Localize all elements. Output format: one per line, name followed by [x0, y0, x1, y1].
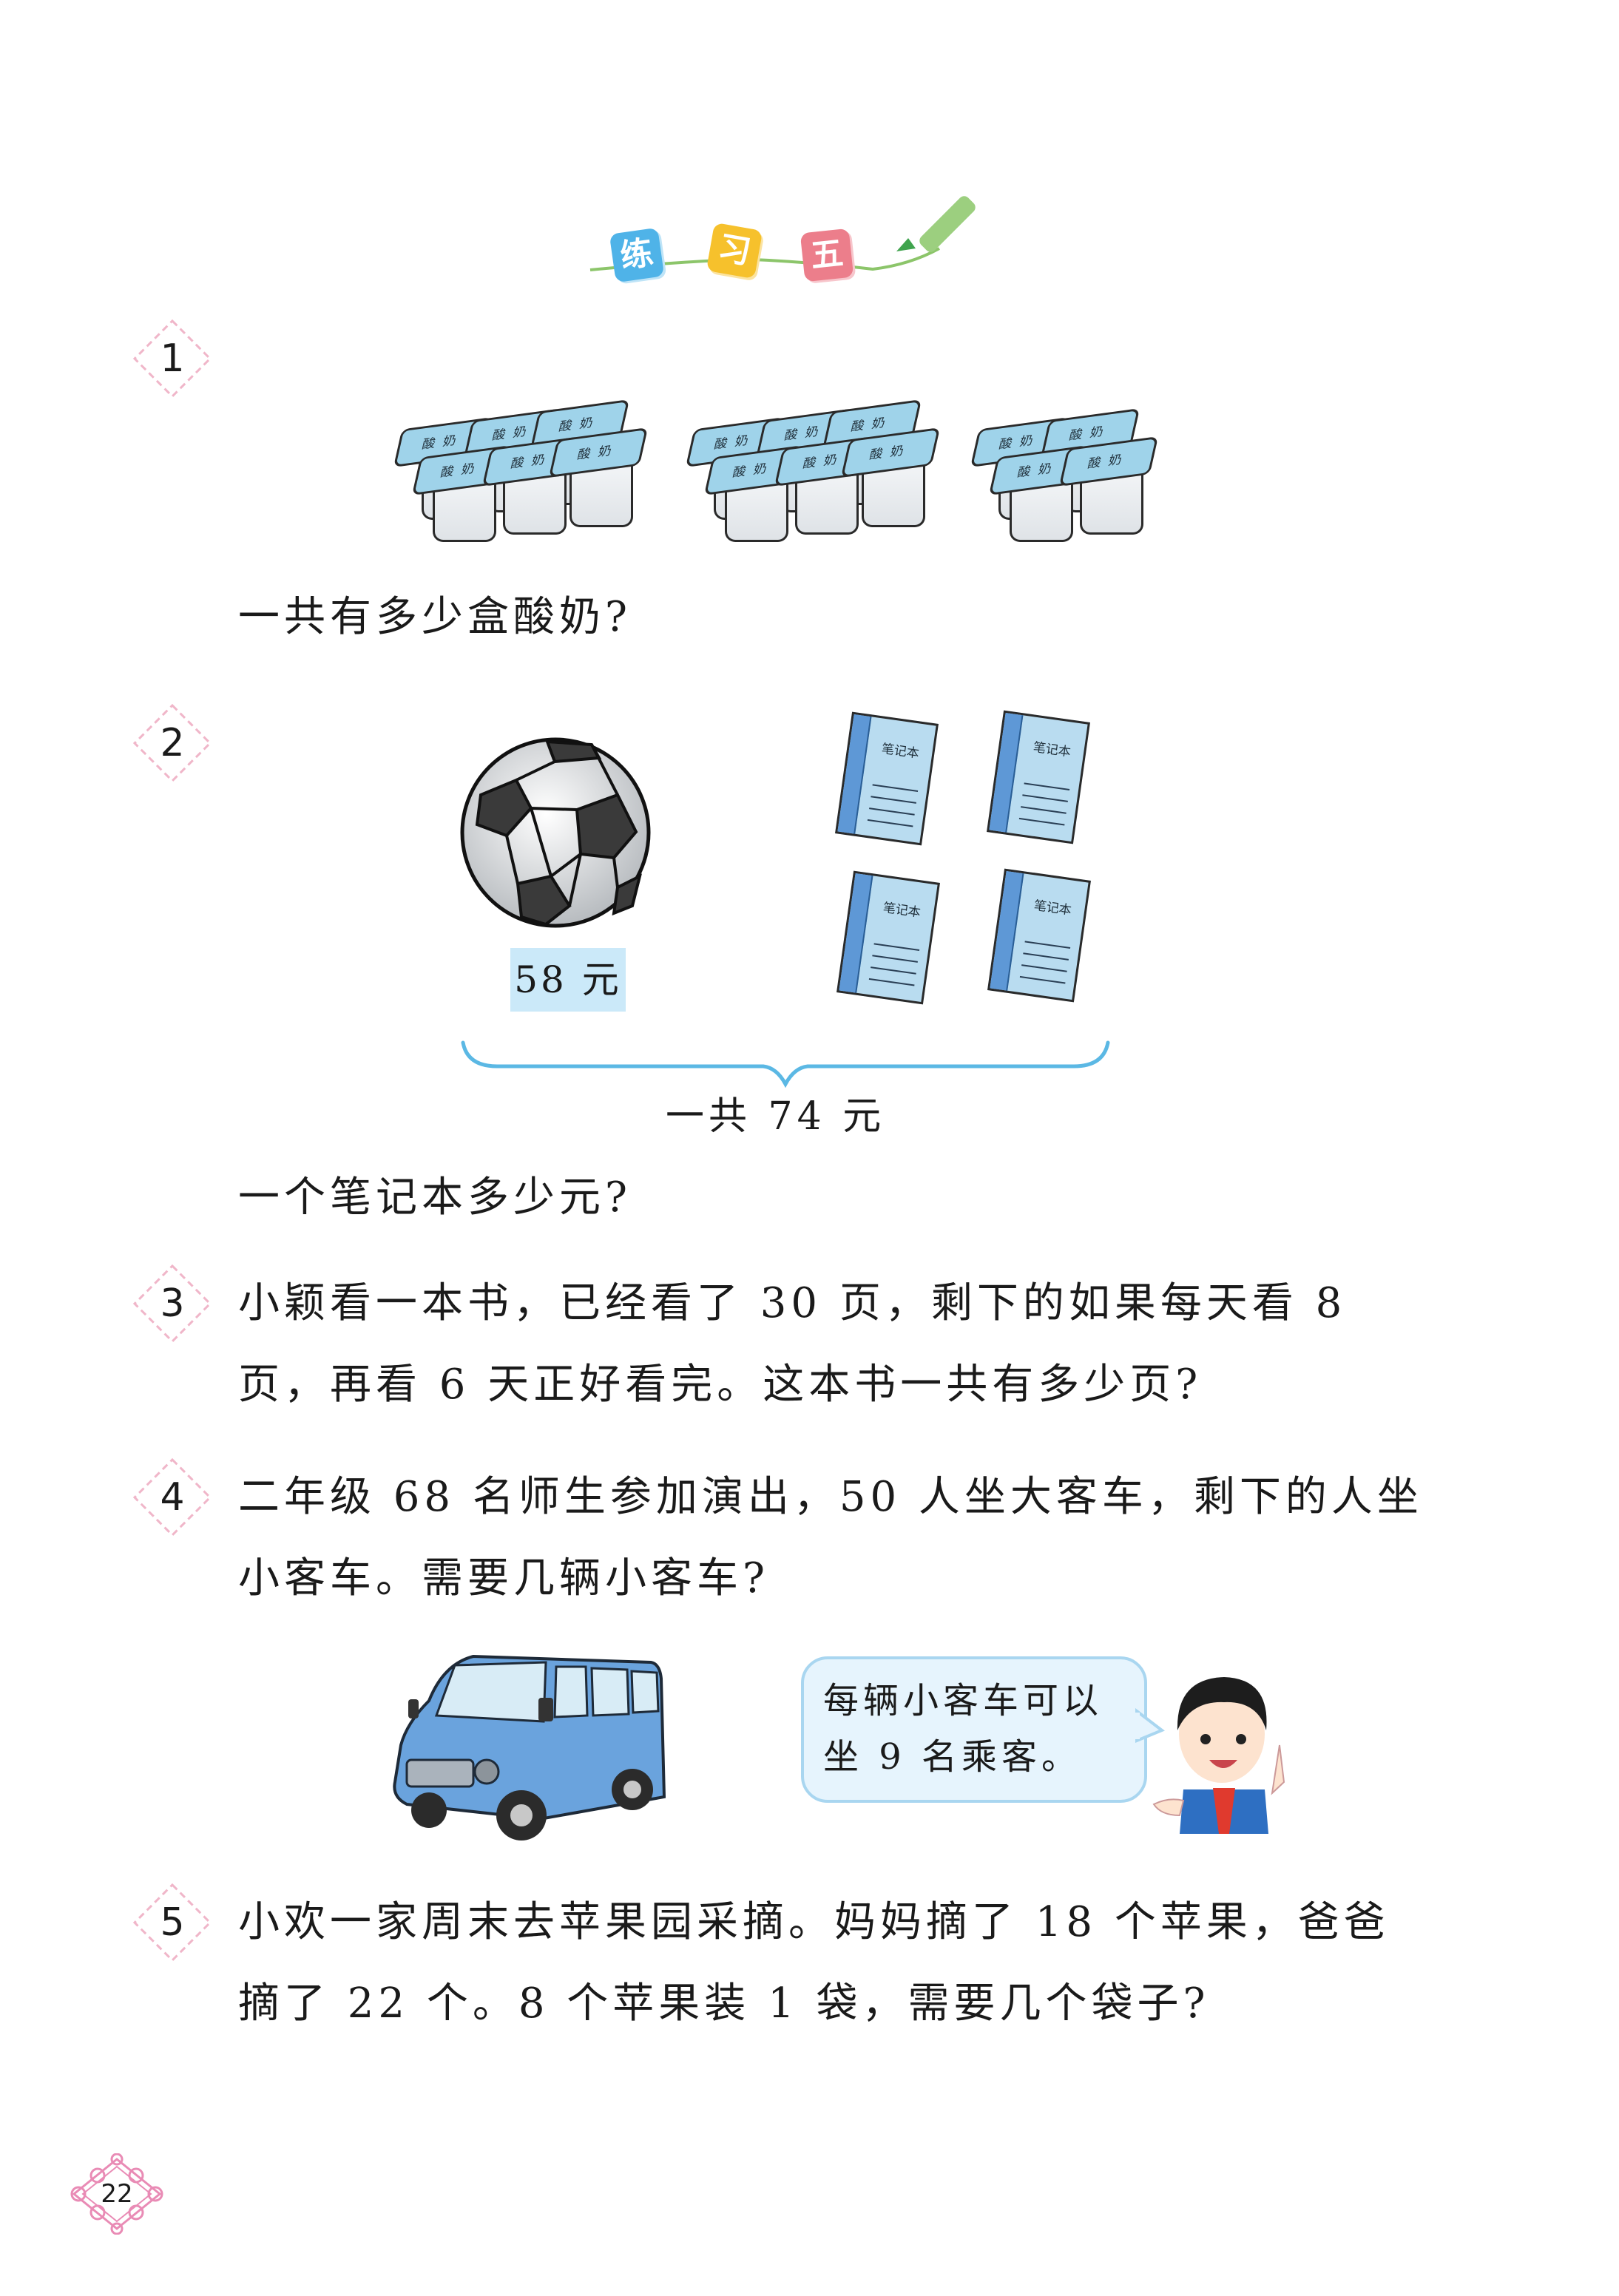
diamond-badge-icon [132, 703, 212, 783]
title-decorative-line [589, 196, 976, 271]
title-char-3: 五 [800, 228, 854, 282]
problem-3-line-1: 小颖看一本书，已经看了 30 页，剩下的如果每天看 8 [238, 1279, 1347, 1327]
diamond-badge-icon [132, 1883, 212, 1963]
speech-bubble: 每辆小客车可以 坐 9 名乘客。 [801, 1656, 1147, 1803]
total-price-label: 一共 74 元 [666, 1094, 886, 1139]
ornamental-frame-icon [70, 2153, 163, 2235]
yogurt-illustration: 酸奶 酸奶 酸奶 酸奶 酸奶 酸奶 酸奶 酸奶 酸奶 酸奶 酸奶 酸奶 酸奶 酸… [385, 377, 1169, 547]
problem-4-line-2: 小客车。需要几辆小客车? [238, 1554, 770, 1602]
problem-2-question: 一个笔记本多少元? [238, 1174, 632, 1222]
problem-5-line-2: 摘了 22 个。8 个苹果装 1 袋，需要几个袋子? [238, 1980, 1210, 2028]
title-char-2: 习 [706, 222, 763, 280]
problem-4-line-1: 二年级 68 名师生参加演出，50 人坐大客车，剩下的人坐 [238, 1473, 1423, 1521]
notebook-icon: 笔记本 [987, 710, 1090, 844]
pencil-icon [896, 196, 976, 252]
title-char-1: 练 [609, 227, 665, 283]
diamond-badge-icon [132, 1264, 212, 1344]
problem-5-line-1: 小欢一家周末去苹果园采摘。妈妈摘了 18 个苹果，爸爸 [238, 1898, 1390, 1946]
problem-number-3: 3 [132, 1263, 213, 1344]
problem-number-2: 2 [132, 702, 213, 784]
problem-number-5: 5 [132, 1882, 213, 1963]
problem-number-4: 4 [132, 1457, 213, 1538]
page-number: 22 [68, 2153, 166, 2235]
notebook-icon: 笔记本 [836, 870, 940, 1005]
diamond-badge-icon [132, 319, 212, 399]
curly-brace-icon [461, 1040, 1110, 1088]
notebook-icon: 笔记本 [835, 711, 939, 846]
football-icon [460, 737, 651, 928]
boy-character-icon [1152, 1677, 1285, 1834]
exercise-title: 练 习 五 [577, 177, 991, 311]
problem-number-1: 1 [132, 318, 213, 399]
speech-bubble-tail [1135, 1708, 1165, 1743]
minibus-icon [393, 1654, 666, 1840]
speech-bubble-text: 每辆小客车可以 坐 9 名乘客。 [823, 1680, 1103, 1778]
problem-3-line-2: 页，再看 6 天正好看完。这本书一共有多少页? [238, 1361, 1203, 1409]
diamond-badge-icon [132, 1457, 212, 1537]
football-price-tag: 58 元 [510, 948, 626, 1012]
notebook-icon: 笔记本 [987, 868, 1091, 1003]
problem-1-question: 一共有多少盒酸奶? [238, 593, 632, 641]
